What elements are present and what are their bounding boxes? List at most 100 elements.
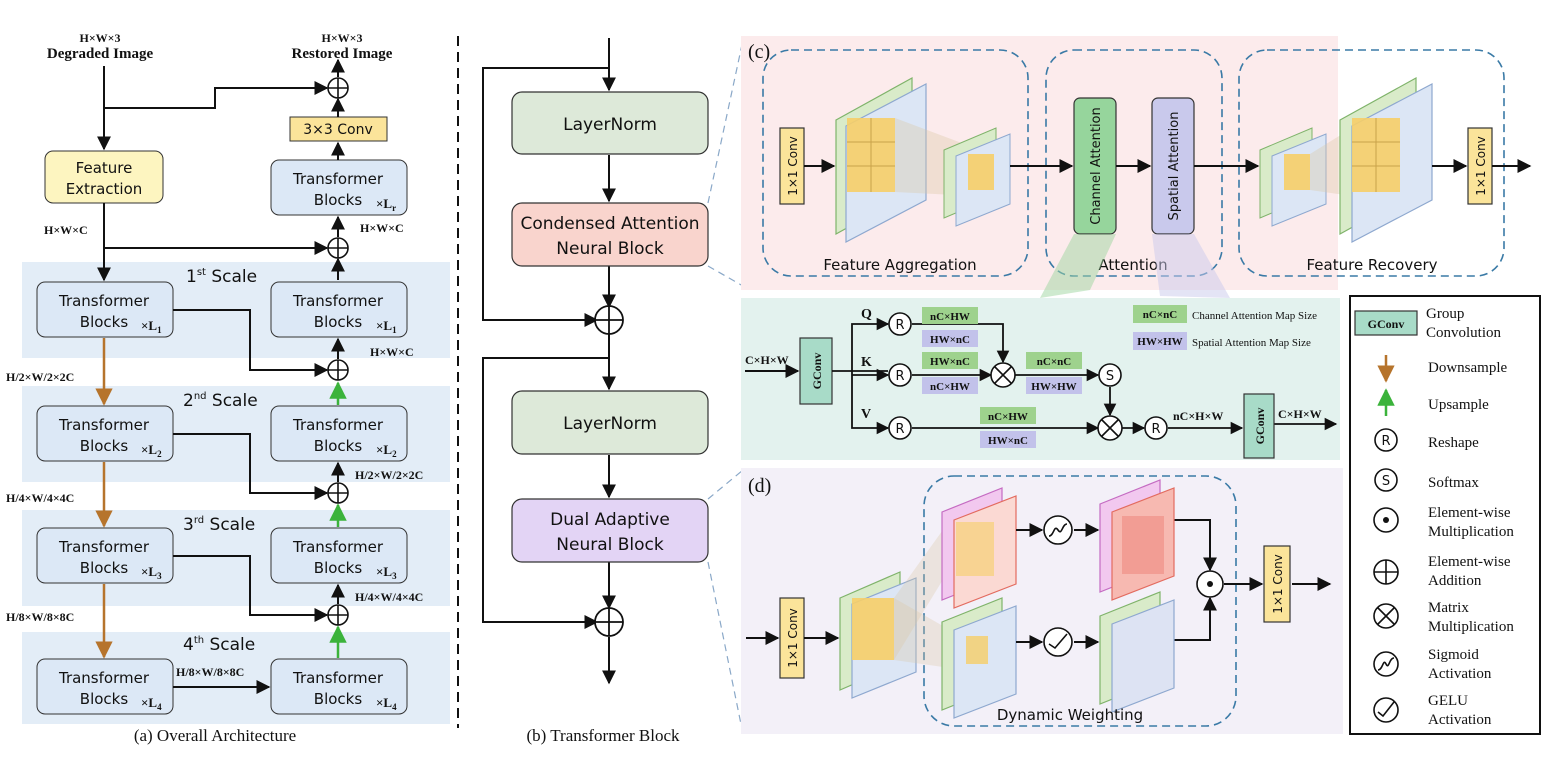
dab-line1: Dual Adaptive: [550, 510, 670, 530]
panel-d-tag: (d): [748, 475, 771, 497]
svg-text:S: S: [1382, 474, 1390, 489]
svg-text:×L4: ×L4: [141, 695, 162, 712]
refine-line1: Transformer: [292, 170, 384, 188]
output-dims: H×W×3: [321, 31, 362, 45]
svg-text:Element-wise: Element-wise: [1428, 554, 1511, 570]
svg-text:Transformer: Transformer: [58, 669, 150, 687]
svg-text:Blocks: Blocks: [80, 437, 129, 455]
svg-text:HW×nC: HW×nC: [930, 356, 970, 368]
q-label: Q: [861, 307, 872, 322]
svg-text:Blocks: Blocks: [314, 690, 363, 708]
decoder-block-4: Transformer Blocks ×L4: [270, 658, 408, 715]
d-lower-grid: [941, 597, 1017, 719]
svg-text:HW×nC: HW×nC: [930, 334, 970, 346]
svg-text:nC×nC: nC×nC: [1037, 356, 1071, 368]
dynamic-weighting-group: [923, 475, 1237, 727]
d-conv-out: [1263, 545, 1291, 623]
legend-sigmoid: Sigmoid Activation: [1373, 647, 1492, 682]
cab-line1: Condensed Attention: [520, 214, 699, 234]
panel-b: LayerNorm Condensed Attention Neural Blo…: [482, 38, 709, 745]
svg-text:R: R: [1381, 434, 1390, 449]
encoder-block-1: Transformer Blocks ×L1: [36, 281, 174, 338]
scale-label-2: 2nd Scale: [183, 391, 258, 411]
panel-a-addition-nodes: [327, 77, 349, 626]
conv3-box: [289, 116, 388, 142]
c-feature-grid-small: [943, 127, 1011, 227]
cab-line2: Neural Block: [556, 239, 664, 259]
svg-text:×L2: ×L2: [376, 442, 397, 459]
attention-map-legend: nC×nC Channel Attention Map Size HW×HW S…: [1133, 305, 1317, 350]
svg-text:R: R: [895, 422, 904, 437]
svg-text:×L3: ×L3: [141, 564, 162, 581]
detail-after-reshape: nC×H×W: [1173, 409, 1223, 423]
svg-text:Blocks: Blocks: [80, 690, 129, 708]
svg-text:H/8×W/8×8C: H/8×W/8×8C: [6, 610, 74, 624]
detail-gconv-out-label: GConv: [1253, 408, 1267, 445]
svg-text:Transformer: Transformer: [58, 292, 150, 310]
svg-text:Transformer: Transformer: [292, 538, 384, 556]
softmax-node: S: [1098, 363, 1122, 387]
detail-gconv-in: [799, 337, 833, 405]
panel-a-caption: (a) Overall Architecture: [134, 726, 296, 745]
svg-text:H×W×C: H×W×C: [370, 345, 414, 359]
c-conv-out-label: 1×1 Conv: [1474, 136, 1488, 196]
svg-text:Channel Attention Map Size: Channel Attention Map Size: [1192, 310, 1317, 322]
panel-d-background: [741, 468, 1343, 734]
scale-label-3: 3rd Scale: [183, 515, 255, 535]
spotlight-spatial: [1152, 234, 1230, 298]
panel-a: 1st Scale 2nd Scale 3rd Scale 4th Scale …: [6, 31, 450, 745]
svg-text:Upsample: Upsample: [1428, 397, 1489, 413]
svg-text:Reshape: Reshape: [1428, 435, 1479, 451]
svg-text:HW×HW: HW×HW: [1137, 336, 1182, 348]
svg-text:H/8×W/8×8C: H/8×W/8×8C: [176, 665, 244, 679]
svg-text:Addition: Addition: [1428, 573, 1482, 589]
svg-text:nC×HW: nC×HW: [930, 381, 970, 393]
dab-block: [511, 498, 709, 563]
layernorm-2: [511, 390, 709, 455]
svg-text:Group: Group: [1426, 306, 1464, 322]
panel-c-tag: (c): [748, 41, 770, 63]
svg-text:Element-wise: Element-wise: [1428, 505, 1511, 521]
svg-text:H/4×W/4×4C: H/4×W/4×4C: [355, 590, 423, 604]
svg-text:Transformer: Transformer: [292, 416, 384, 434]
svg-text:×L1: ×L1: [376, 318, 397, 335]
feature-aggregation-group: [762, 49, 1029, 277]
svg-text:HW×nC: HW×nC: [988, 435, 1028, 447]
conv3-label: 3×3 Conv: [303, 122, 373, 138]
legend-elementwise-mult: Element-wise Multiplication: [1373, 505, 1514, 540]
c-conv-out: [1467, 127, 1493, 205]
scale-label-1: 1st Scale: [186, 267, 257, 287]
b-add-1: [594, 305, 624, 335]
detail-input-dims: C×H×W: [745, 353, 789, 367]
d-upper-out-grid: [1099, 479, 1175, 601]
d-sigmoid-node: [1043, 515, 1073, 545]
svg-text:Blocks: Blocks: [80, 313, 129, 331]
svg-text:Transformer: Transformer: [292, 292, 384, 310]
scale-label-4: 4th Scale: [183, 635, 255, 655]
attention-label: Attention: [1098, 256, 1167, 274]
svg-text:GConv: GConv: [1368, 317, 1405, 331]
legend: GConv Group Convolution Downsample Upsam…: [1349, 295, 1541, 735]
svg-text:Matrix: Matrix: [1428, 600, 1469, 616]
d-gelu-node: [1043, 627, 1073, 657]
svg-text:H/2×W/2×2C: H/2×W/2×2C: [355, 468, 423, 482]
shape-tags: nC×HW HW×nC HW×nC nC×HW nC×nC HW×HW nC×H…: [922, 307, 1082, 448]
d-conv-out-label: 1×1 Conv: [1271, 554, 1285, 614]
svg-text:Transformer: Transformer: [58, 416, 150, 434]
layernorm-2-label: LayerNorm: [563, 414, 657, 434]
d-upper-grid: [941, 487, 1017, 609]
svg-text:H×W×C: H×W×C: [44, 223, 88, 237]
legend-softmax: S Softmax: [1374, 468, 1479, 492]
layernorm-1: [511, 91, 709, 155]
svg-text:R: R: [895, 318, 904, 333]
d-elementwise-mult-node: [1196, 570, 1224, 598]
svg-text:Spatial Attention Map Size: Spatial Attention Map Size: [1192, 337, 1311, 349]
decoder-block-3: Transformer Blocks ×L3: [270, 527, 408, 584]
legend-matrix-mult: Matrix Multiplication: [1373, 600, 1514, 635]
k-label: K: [861, 355, 872, 370]
svg-text:Activation: Activation: [1428, 712, 1492, 728]
spatial-attention-label: Spatial Attention: [1167, 112, 1182, 221]
feature-extraction-line2: Extraction: [66, 180, 143, 198]
c-conv-in-label: 1×1 Conv: [786, 136, 800, 196]
decoder-block-2: Transformer Blocks ×L2: [270, 405, 408, 462]
